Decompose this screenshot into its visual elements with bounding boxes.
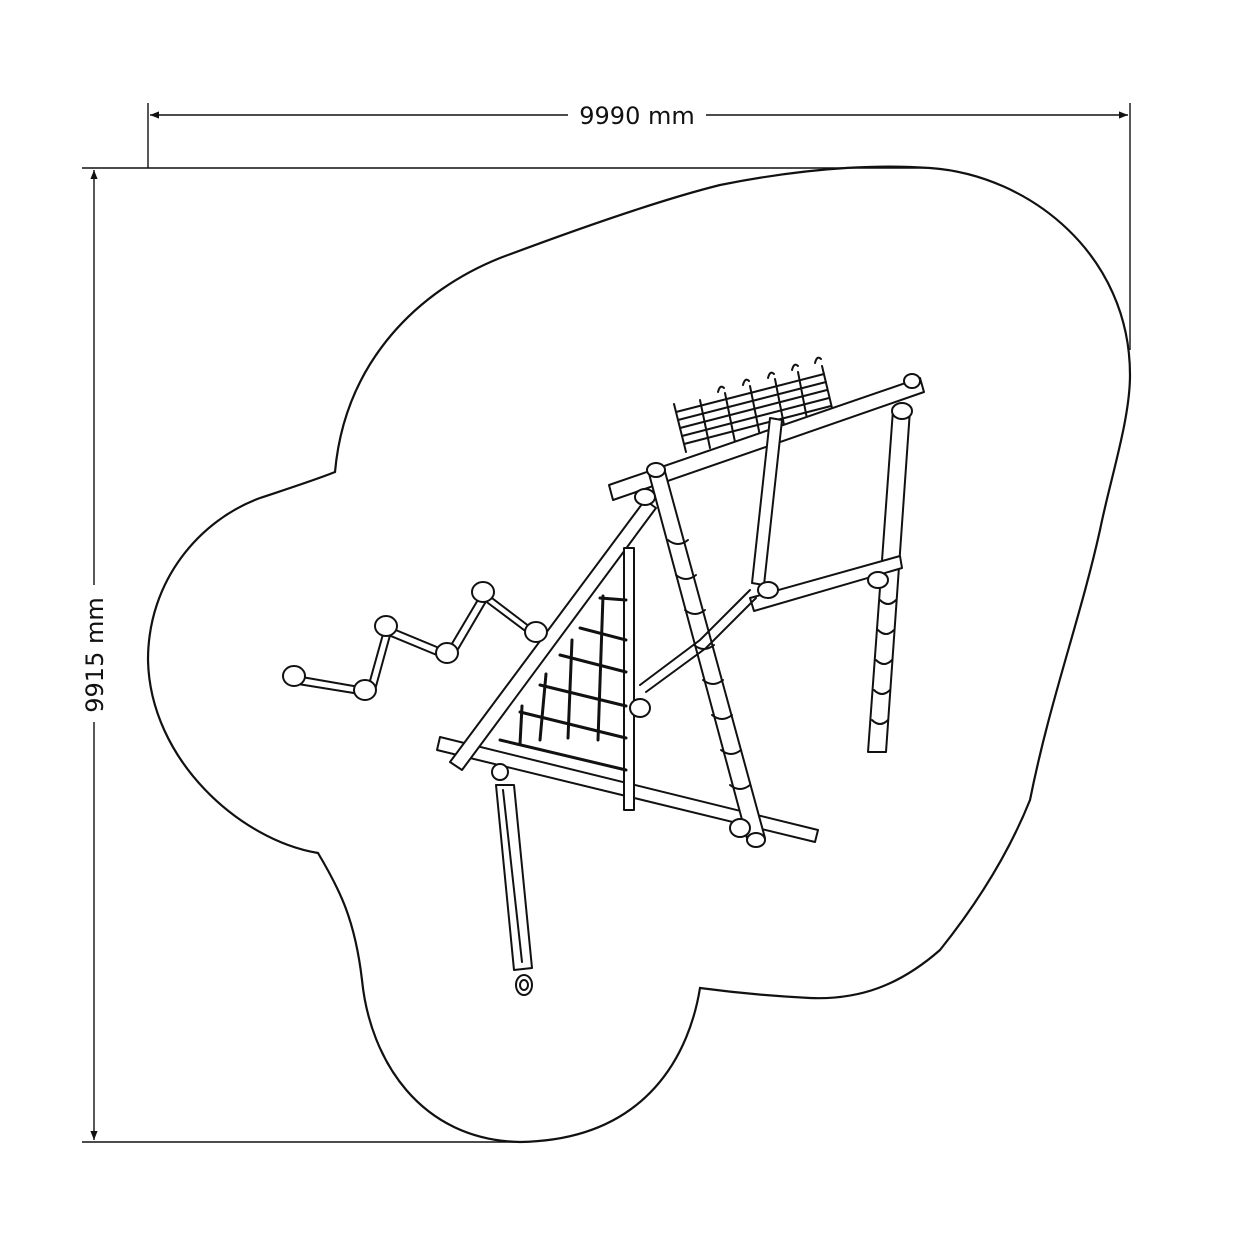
- crossbar-joint-right: [867, 571, 889, 589]
- climbing-net: [498, 594, 628, 772]
- diagonal-post-foot: [746, 832, 766, 848]
- diagonal-post-cap: [646, 462, 666, 478]
- width-dimension: 9990 mm: [147, 102, 1131, 350]
- joint-top-left: [634, 488, 656, 506]
- top-beam: [608, 377, 925, 501]
- climbing-frame: [282, 356, 925, 996]
- top-beam-end-cap: [903, 373, 921, 389]
- stepping-stone: [471, 581, 495, 603]
- stepping-stone: [282, 665, 306, 687]
- net-frame-vertical: [623, 547, 635, 811]
- stepping-stone: [435, 642, 459, 664]
- joint-net-right: [629, 698, 651, 718]
- middle-crossbar: [749, 555, 903, 612]
- height-dimension: 9915 mm: [81, 167, 930, 1143]
- joint-bottom-right: [729, 818, 751, 838]
- ladder-grid: [673, 356, 833, 453]
- safety-zone-outline: [146, 165, 1132, 1144]
- connector-bar: [639, 589, 751, 686]
- diagonal-post-steps: [667, 539, 751, 790]
- hanging-tube: [491, 763, 533, 996]
- right-post-steps: [871, 599, 897, 725]
- right-post-top: [891, 402, 913, 420]
- stepping-chain: [282, 581, 548, 701]
- stepping-stone: [353, 679, 377, 701]
- stepping-stone: [374, 615, 398, 637]
- crossbar-joint-left: [757, 581, 779, 599]
- height-label: 9915 mm: [81, 597, 109, 712]
- stepping-stone: [524, 621, 548, 643]
- width-label: 9990 mm: [579, 102, 694, 130]
- net-frame-diagonal: [449, 499, 657, 771]
